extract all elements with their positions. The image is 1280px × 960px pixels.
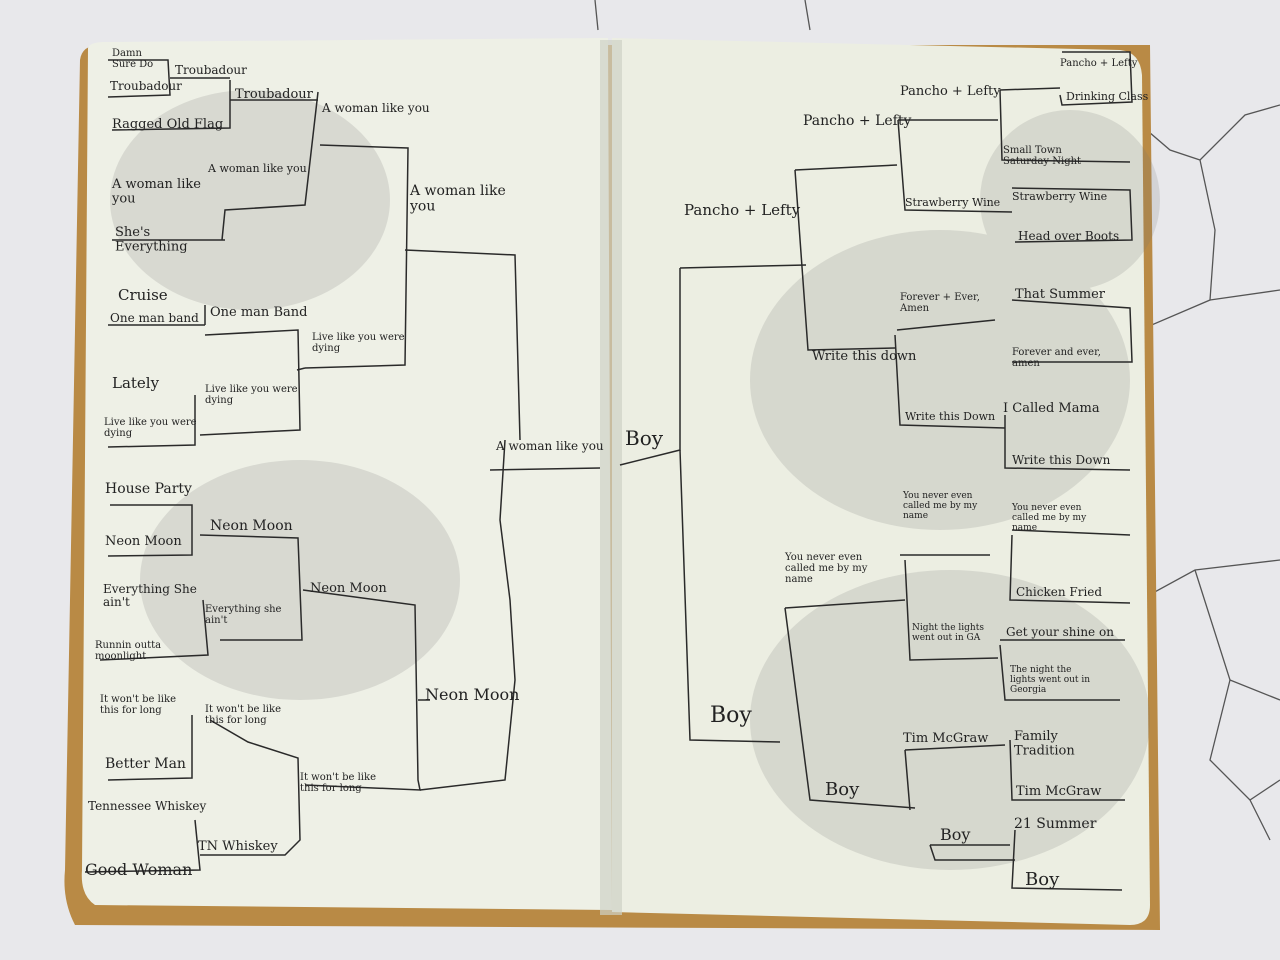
right-r1-14: Tim McGraw bbox=[1016, 784, 1101, 799]
left-r5-0: A woman like you bbox=[495, 439, 604, 453]
left-r4-1: Neon Moon bbox=[425, 685, 519, 704]
right-r2-7: Boy bbox=[940, 825, 970, 844]
left-r1-6: Cruise bbox=[118, 286, 168, 304]
left-r2-2: One man Band bbox=[210, 305, 307, 320]
right-r5-0: Boy bbox=[625, 426, 664, 450]
left-r1-17: Good Woman bbox=[85, 860, 192, 879]
right-r1-1: Drinking Class bbox=[1066, 90, 1149, 103]
left-r1-2: Troubadour bbox=[110, 79, 182, 93]
right-r3-1: Write this down bbox=[812, 349, 917, 364]
right-r1-8: Write this Down bbox=[1012, 453, 1111, 467]
right-r2-6: Tim McGraw bbox=[903, 731, 988, 746]
left-bracket-lines bbox=[84, 59, 601, 873]
right-page-text: Pancho + Lefty Drinking Class Small Town… bbox=[625, 58, 1149, 890]
left-r1-11: Neon Moon bbox=[105, 534, 182, 549]
graphite-smudges bbox=[110, 90, 1160, 870]
right-r1-4: Head over Boots bbox=[1018, 229, 1119, 243]
left-r2-4: Neon Moon bbox=[210, 518, 293, 534]
spine-shadow bbox=[600, 40, 622, 915]
right-r1-11: Get your shine on bbox=[1006, 625, 1114, 639]
right-r1-6: Forever and ever,amen bbox=[1012, 347, 1101, 369]
right-r1-0: Pancho + Lefty bbox=[1060, 58, 1138, 69]
background-sketch-lines bbox=[594, 0, 1280, 841]
left-r2-0: Troubadour bbox=[235, 87, 314, 102]
right-r2-1: Strawberry Wine bbox=[905, 196, 1000, 209]
right-r4-0: Pancho + Lefty bbox=[684, 201, 801, 219]
right-r1-7: I Called Mama bbox=[1003, 401, 1100, 416]
left-r3-2: Neon Moon bbox=[310, 581, 387, 596]
right-r1-5: That Summer bbox=[1015, 287, 1106, 302]
right-r2-0: Pancho + Lefty bbox=[900, 84, 1001, 99]
right-r4-1: Boy bbox=[710, 703, 752, 728]
left-page bbox=[81, 38, 612, 910]
left-r1-16: Tennessee Whiskey bbox=[88, 799, 206, 813]
left-r1-7: One man band bbox=[110, 311, 199, 325]
right-page bbox=[612, 38, 1150, 925]
left-r1-10: House Party bbox=[105, 481, 192, 497]
left-r1-3: Ragged Old Flag bbox=[112, 117, 223, 132]
right-r1-15: 21 Summer bbox=[1014, 816, 1097, 832]
left-r1-15: Better Man bbox=[105, 756, 186, 772]
left-r2-7: TN Whiskey bbox=[198, 839, 278, 854]
right-r3-3: Boy bbox=[825, 779, 860, 800]
right-r1-10: Chicken Fried bbox=[1016, 585, 1102, 599]
left-r1-1: Troubadour bbox=[175, 63, 247, 77]
left-r3-0: A woman like you bbox=[321, 101, 430, 115]
right-r2-2: Forever + Ever,Amen bbox=[899, 292, 980, 314]
right-r3-0: Pancho + Lefty bbox=[803, 113, 911, 129]
right-bracket-lines bbox=[619, 51, 1133, 891]
right-r1-16: Boy bbox=[1025, 869, 1060, 890]
left-r1-8: Lately bbox=[112, 374, 160, 392]
left-r2-1: A woman like you bbox=[207, 162, 307, 175]
right-r2-3: Write this Down bbox=[905, 410, 995, 423]
right-r1-3: Strawberry Wine bbox=[1012, 190, 1107, 203]
